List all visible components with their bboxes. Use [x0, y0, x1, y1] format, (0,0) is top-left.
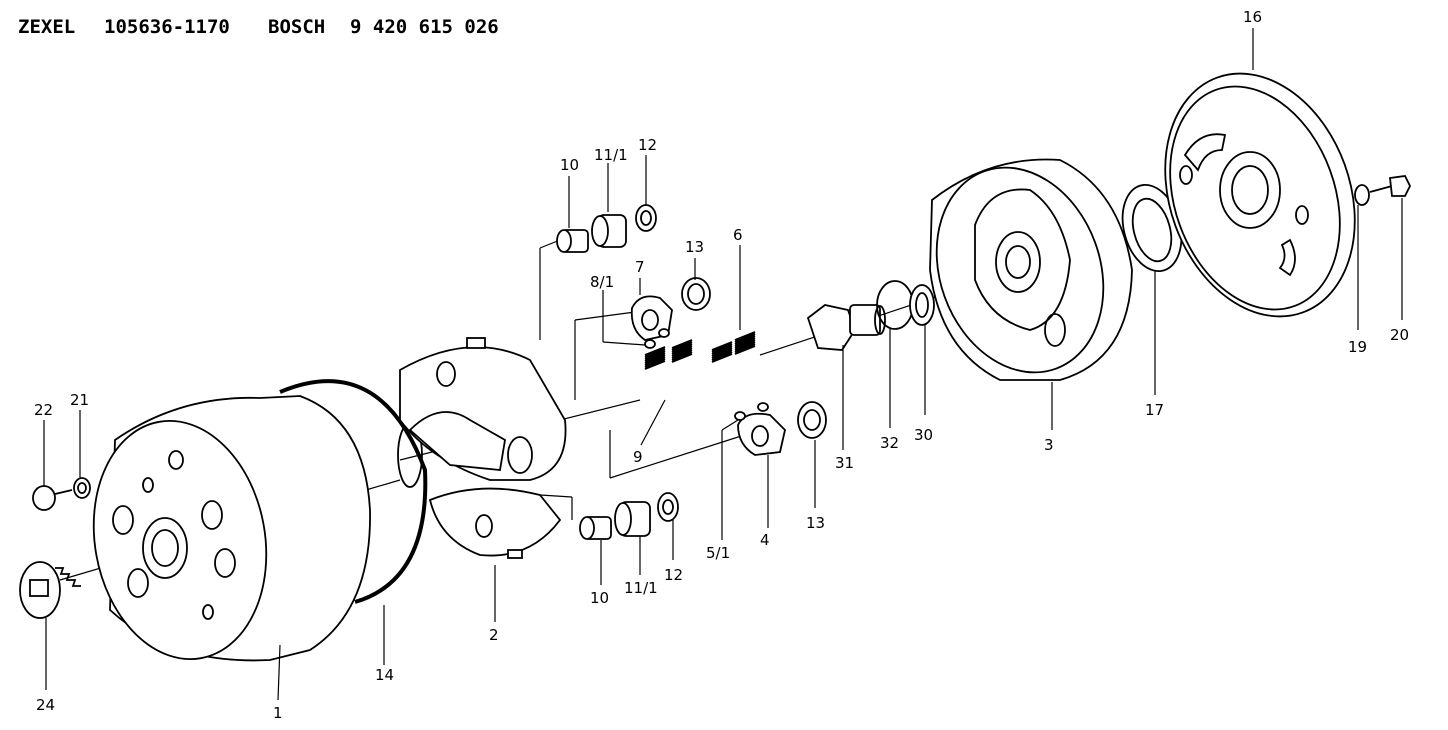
part-14-snap-ring: [279, 379, 428, 604]
header-brand-zexel: ZEXEL: [18, 16, 75, 38]
label-22: 22: [34, 401, 53, 419]
parts-21-22: [32, 477, 91, 511]
label-14: 14: [375, 666, 394, 684]
label-5-1: 5/1: [706, 544, 730, 562]
part-labels: 10 11/1 12 13 6 7 8/1 9 5/1 4 13 31 32 3…: [34, 8, 1409, 722]
label-3: 3: [1044, 436, 1054, 454]
parts-4-5-13-lower: [734, 401, 827, 456]
label-11-1-lower: 11/1: [624, 579, 658, 597]
parts-10-11-12-lower: [579, 492, 679, 540]
label-13-upper: 13: [685, 238, 704, 256]
label-10-upper: 10: [560, 156, 579, 174]
header: ZEXEL 105636-1170 BOSCH 9 420 615 026: [18, 16, 499, 38]
label-20: 20: [1390, 326, 1409, 344]
part-24-plug: [19, 561, 81, 619]
part-17-seal-ring: [1121, 183, 1183, 273]
part-3-cup: [929, 158, 1133, 381]
label-8-1: 8/1: [590, 273, 614, 291]
label-2: 2: [489, 626, 499, 644]
parts-7-8-13-upper: [630, 277, 711, 349]
label-1: 1: [273, 704, 283, 722]
label-16: 16: [1243, 8, 1262, 26]
label-10-lower: 10: [590, 589, 609, 607]
label-21: 21: [70, 391, 89, 409]
label-4: 4: [760, 531, 770, 549]
label-32: 32: [880, 434, 899, 452]
part-2-hub: [399, 337, 567, 559]
header-brand-bosch: BOSCH: [268, 16, 325, 38]
leader-lines: [43, 28, 1403, 701]
label-11-1-upper: 11/1: [594, 146, 628, 164]
parts-19-20: [1354, 175, 1412, 206]
label-30: 30: [914, 426, 933, 444]
part-16-cover-plate: [1164, 72, 1356, 318]
label-31: 31: [835, 454, 854, 472]
label-19: 19: [1348, 338, 1367, 356]
label-17: 17: [1145, 401, 1164, 419]
label-24: 24: [36, 696, 55, 714]
label-12-lower: 12: [664, 566, 683, 584]
label-12-upper: 12: [638, 136, 657, 154]
label-6: 6: [733, 226, 743, 244]
label-13-lower: 13: [806, 514, 825, 532]
parts-32-30-rings: [876, 280, 935, 330]
part-9-springs: [644, 339, 693, 370]
part-1-housing: [92, 395, 423, 662]
part-31-hex-screw: [806, 304, 886, 351]
header-bosch-part-number: 9 420 615 026: [350, 16, 499, 38]
label-7: 7: [635, 258, 645, 276]
parts-10-11-12-upper: [556, 204, 657, 253]
part-6-springs: [711, 331, 756, 363]
label-9: 9: [633, 448, 643, 466]
header-zexel-part-number: 105636-1170: [104, 16, 230, 38]
